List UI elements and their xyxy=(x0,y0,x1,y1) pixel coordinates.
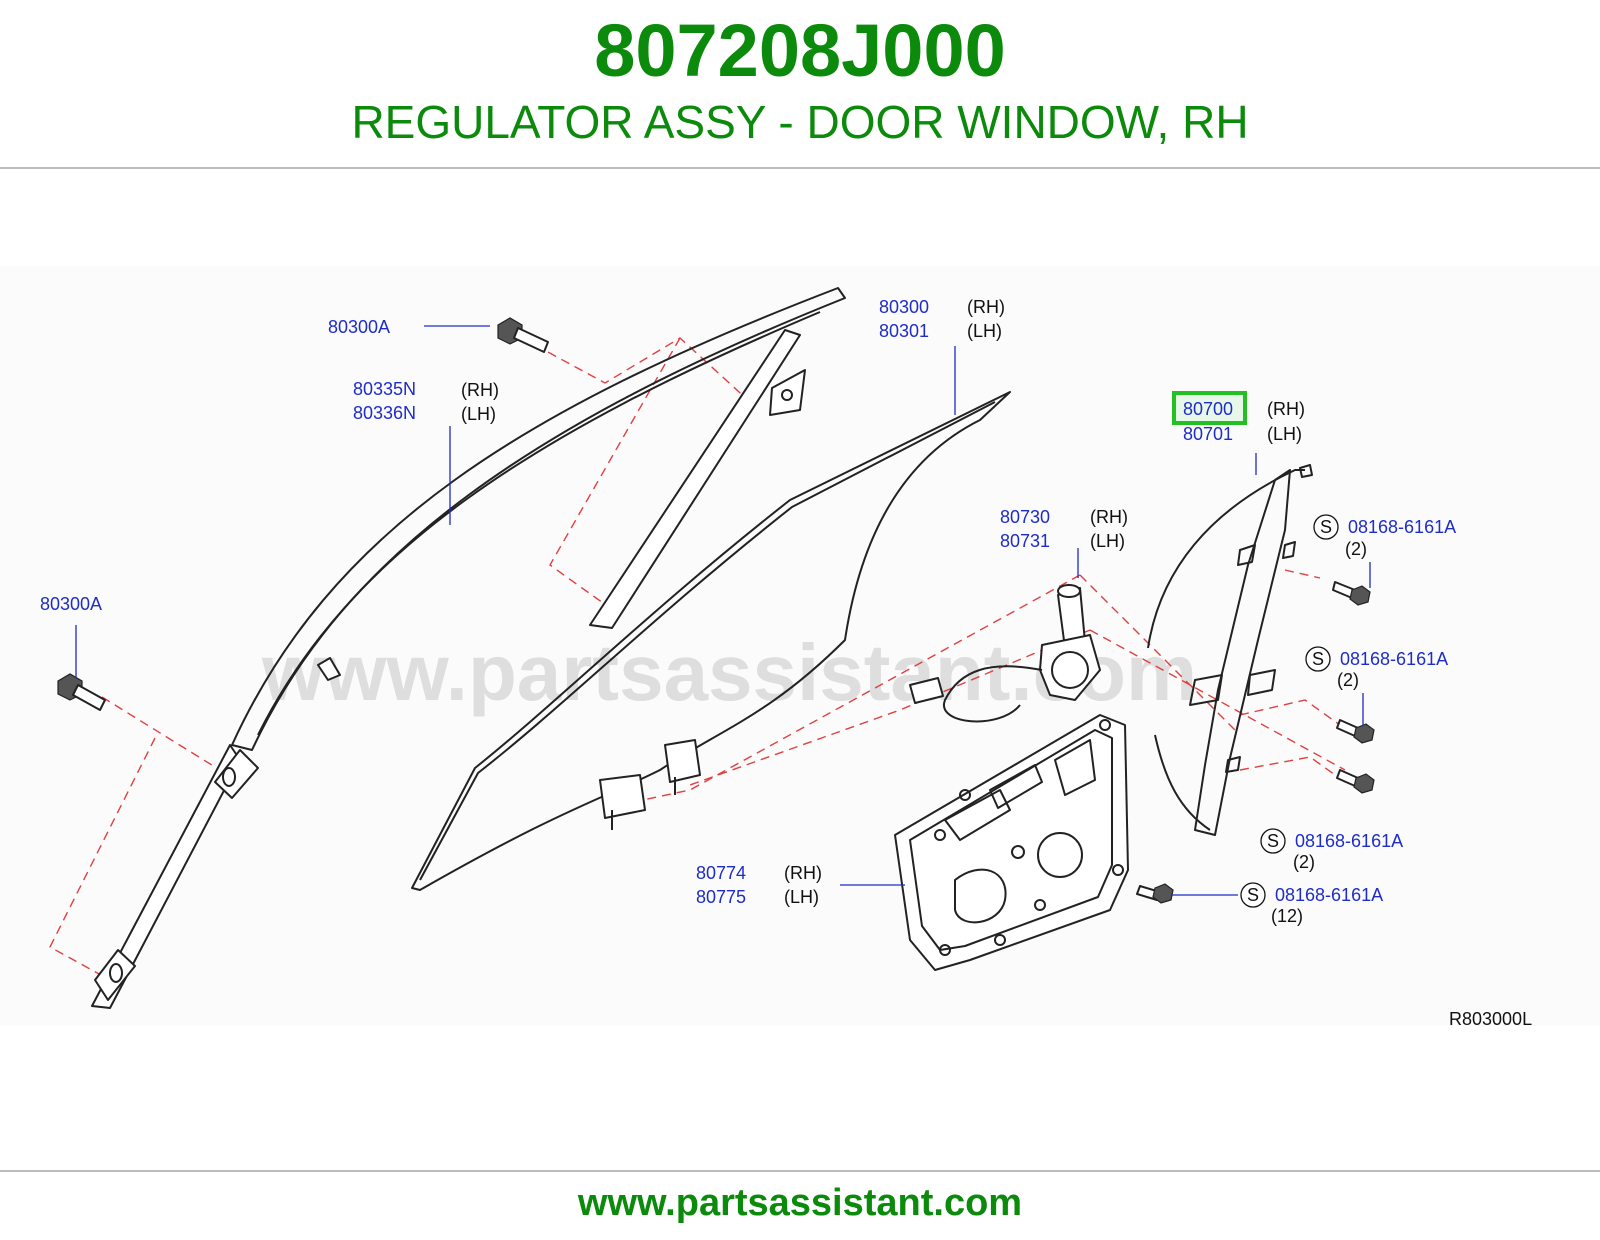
footer-url[interactable]: www.partsassistant.com xyxy=(577,1182,1023,1224)
callout-bolt-1-qty: (2) xyxy=(1345,539,1367,559)
s-marker-3-letter: S xyxy=(1267,831,1279,851)
callout-80300a-left[interactable]: 80300A xyxy=(40,594,102,614)
bolt-icon-1 xyxy=(1332,581,1371,606)
callout-glass-rh[interactable]: 80300 xyxy=(879,297,929,317)
door-glass xyxy=(411,391,1011,891)
callout-bolt-2[interactable]: 08168-6161A xyxy=(1340,649,1448,669)
regulator-highlight-box xyxy=(1172,391,1247,425)
callout-80300a-top[interactable]: 80300A xyxy=(328,317,390,337)
callout-sash-rh[interactable]: 80335N xyxy=(353,379,416,399)
callout-glass-rh-tag: (RH) xyxy=(967,297,1005,317)
part-number: 807208J000 xyxy=(594,9,1006,92)
callout-motor-rh-tag: (RH) xyxy=(1090,507,1128,527)
diagram-code: R803000L xyxy=(1449,1009,1532,1029)
callout-module-lh[interactable]: 80775 xyxy=(696,887,746,907)
callout-motor-lh[interactable]: 80731 xyxy=(1000,531,1050,551)
callout-regulator-lh-tag: (LH) xyxy=(1267,424,1302,444)
callout-bolt-4-qty: (12) xyxy=(1271,906,1303,926)
callout-bolt-3-qty: (2) xyxy=(1293,852,1315,872)
header-divider xyxy=(0,167,1600,169)
callout-regulator-rh[interactable]: 80700 xyxy=(1183,399,1233,419)
door-module-panel xyxy=(894,714,1129,971)
window-regulator xyxy=(1147,464,1313,836)
callout-glass-lh-tag: (LH) xyxy=(967,321,1002,341)
bolt-icon-top xyxy=(497,317,549,353)
leader-lines xyxy=(75,325,1371,896)
bolt-icon-4 xyxy=(1136,883,1174,904)
s-marker-4 xyxy=(1240,882,1266,908)
header: 807208J000 REGULATOR ASSY - DOOR WINDOW,… xyxy=(0,0,1600,170)
s-marker-2-letter: S xyxy=(1312,649,1324,669)
callout-module-rh-tag: (RH) xyxy=(784,863,822,883)
callout-regulator-lh[interactable]: 80701 xyxy=(1183,424,1233,444)
window-motor xyxy=(909,584,1101,723)
footer-divider xyxy=(0,1170,1600,1172)
callout-glass-lh[interactable]: 80301 xyxy=(879,321,929,341)
bolt-icon-3 xyxy=(1336,769,1375,794)
bolt-icon-left xyxy=(57,673,106,711)
callout-bolt-3[interactable]: 08168-6161A xyxy=(1295,831,1403,851)
callout-bolt-1[interactable]: 08168-6161A xyxy=(1348,517,1456,537)
part-title: REGULATOR ASSY - DOOR WINDOW, RH xyxy=(351,96,1249,148)
callout-motor-rh[interactable]: 80730 xyxy=(1000,507,1050,527)
callout-sash-lh-tag: (LH) xyxy=(461,404,496,424)
s-marker-2 xyxy=(1305,646,1331,672)
callout-bolt-2-qty: (2) xyxy=(1337,670,1359,690)
callout-module-rh[interactable]: 80774 xyxy=(696,863,746,883)
callout-module-lh-tag: (LH) xyxy=(784,887,819,907)
s-marker-1-letter: S xyxy=(1320,517,1332,537)
s-marker-1 xyxy=(1313,514,1339,540)
callout-sash-rh-tag: (RH) xyxy=(461,380,499,400)
parts-diagram: www.partsassistant.com xyxy=(0,266,1600,1029)
callout-bolt-4[interactable]: 08168-6161A xyxy=(1275,885,1383,905)
s-markers xyxy=(1240,514,1339,908)
window-sash-channel xyxy=(91,287,846,1009)
s-marker-4-letter: S xyxy=(1247,885,1259,905)
callout-motor-lh-tag: (LH) xyxy=(1090,531,1125,551)
s-marker-3 xyxy=(1260,828,1286,854)
bolt-icon-2 xyxy=(1336,719,1375,744)
callout-sash-lh[interactable]: 80336N xyxy=(353,403,416,423)
callout-regulator-rh-tag: (RH) xyxy=(1267,399,1305,419)
